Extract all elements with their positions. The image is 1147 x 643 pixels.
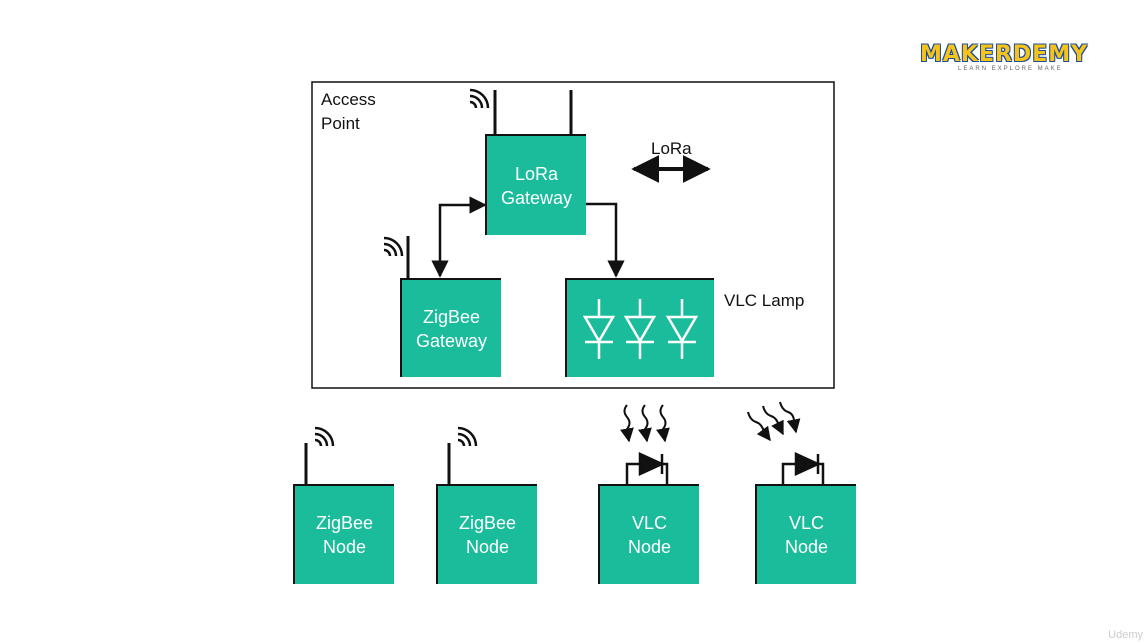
access-point-label-line2: Point <box>321 114 360 133</box>
led-3-icon <box>665 299 699 359</box>
zigbee-node-1-signal-icon <box>314 426 335 447</box>
led-array-icon <box>582 299 699 359</box>
lora-gateway: LoRa Gateway <box>485 134 586 235</box>
zigbee-node-1: ZigBee Node <box>293 484 394 584</box>
arrow-lora-to-vlc-lamp <box>586 202 625 278</box>
vlc-node-2-light-rays-icon <box>747 401 801 442</box>
access-point-label: Access Point <box>321 88 376 136</box>
vlc-node-2: VLC Node <box>755 484 856 584</box>
zigbee-gateway: ZigBee Gateway <box>400 278 501 377</box>
node-label-line2: Node <box>465 537 510 557</box>
lora-gateway-line1: LoRa <box>514 163 559 184</box>
vlc-node-1-photodiode-icon <box>625 452 669 484</box>
vlc-lamp-label: VLC Lamp <box>724 291 805 310</box>
zigbee-node-2: ZigBee Node <box>436 484 537 584</box>
access-point-frame <box>311 81 835 389</box>
zigbee-node-2-signal-icon <box>457 426 478 447</box>
node-label-line2: Node <box>627 537 672 557</box>
vlc-node-2-photodiode-icon <box>781 452 825 484</box>
lora-label: LoRa <box>651 139 692 158</box>
node-label-line2: Node <box>784 537 829 557</box>
lora-signal-icon <box>469 88 490 109</box>
node-label-line1: ZigBee <box>315 513 374 533</box>
node-label-line1: ZigBee <box>458 513 517 533</box>
node-label-line1: VLC <box>788 513 824 533</box>
zigbee-gateway-line1: ZigBee <box>422 306 481 327</box>
vlc-lamp <box>565 278 714 377</box>
zigbee-gateway-signal-icon <box>383 236 404 257</box>
logo-tagline: LEARN EXPLORE MAKE <box>958 66 1063 72</box>
zigbee-gateway-line2: Gateway <box>415 330 488 351</box>
node-label-line1: VLC <box>631 513 667 533</box>
arrow-lora-to-zigbee <box>431 196 487 278</box>
lora-gateway-line2: Gateway <box>500 187 573 208</box>
led-1-icon <box>582 299 616 359</box>
vlc-node-1: VLC Node <box>598 484 699 584</box>
makerdemy-logo: MAKERDEMY <box>920 42 1089 67</box>
access-point-label-line1: Access <box>321 90 376 109</box>
led-2-icon <box>623 299 657 359</box>
node-label-line2: Node <box>322 537 367 557</box>
udemy-watermark: Udemy <box>1108 629 1143 641</box>
vlc-node-1-light-rays-icon <box>620 404 670 443</box>
